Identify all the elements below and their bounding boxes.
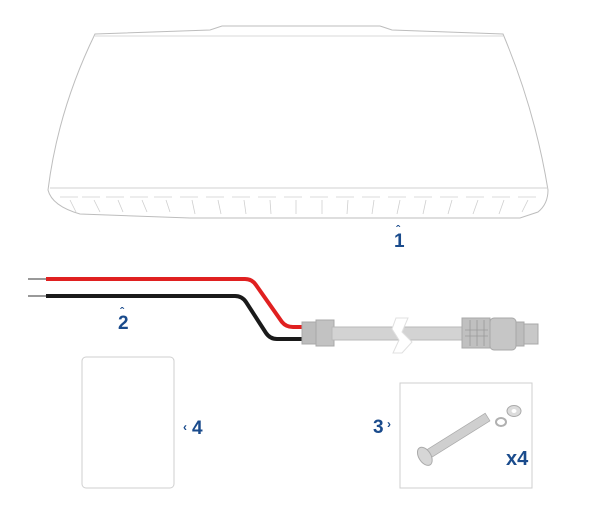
pointer-up-icon: ˆ xyxy=(120,305,124,319)
callout-3: 3 xyxy=(373,417,384,438)
pointer-right-icon: › xyxy=(387,417,391,431)
quantity-label: x4 xyxy=(506,448,529,470)
callout-2: 2 xyxy=(118,313,129,334)
pointer-up-icon: ˆ xyxy=(396,223,400,237)
callout-1: 1 xyxy=(394,231,405,252)
bolts-illustration xyxy=(399,382,533,489)
pointer-left-icon: ‹ xyxy=(183,420,187,434)
callout-4: 4 xyxy=(192,418,203,439)
documentation-illustration xyxy=(81,356,175,489)
power-cable-illustration xyxy=(28,277,539,354)
radome-illustration xyxy=(47,25,549,219)
